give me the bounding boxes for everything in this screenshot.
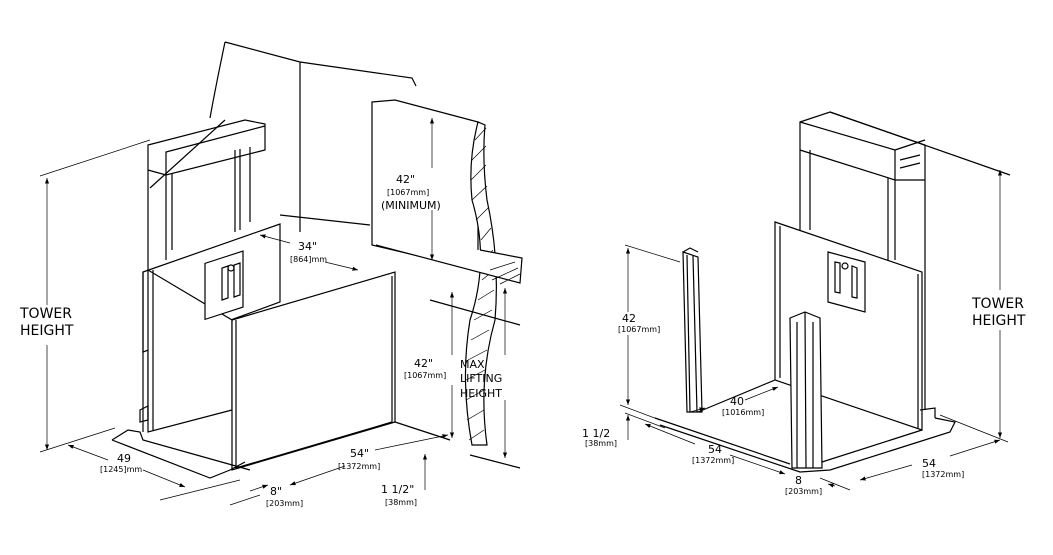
left-labels: TOWER HEIGHT 34" [864]mm 42" [1067mm] (M…: [19, 173, 502, 508]
tower-height-label-1: TOWER: [19, 306, 72, 322]
thickness-metric: [38mm]: [385, 498, 417, 507]
wall-min-metric: [1067mm]: [387, 188, 429, 197]
left-platform: [111, 405, 451, 479]
opening-metric: [1016mm]: [722, 408, 764, 417]
left-tower: [147, 119, 266, 418]
right-length-metric: [1372mm]: [692, 456, 734, 465]
right-width-metric: [1372mm]: [922, 470, 964, 479]
gate-width-metric: [864]mm: [290, 255, 327, 264]
left-dimensions: [39, 118, 508, 506]
wall-height-imperial: 42": [414, 357, 433, 370]
right-dimensions: [619, 170, 1009, 491]
length-metric: [1372mm]: [338, 462, 380, 471]
wall-height-metric: [1067mm]: [404, 371, 446, 380]
tower-height-label-2: HEIGHT: [20, 323, 74, 339]
right-tower: [799, 111, 1011, 410]
wall-min-note: (MINIMUM): [381, 199, 441, 212]
max-lifting-label-3: HEIGHT: [460, 387, 502, 400]
left-building-wall: [209, 41, 523, 469]
post-height-imperial: 42: [622, 312, 636, 325]
left-back-panel: [142, 223, 281, 433]
right-posts: [682, 247, 823, 469]
width-imperial: 49: [117, 452, 131, 465]
length-imperial: 54": [350, 447, 369, 460]
max-lifting-label-1: MAX: [460, 358, 485, 371]
right-thickness-metric: [38mm]: [585, 439, 617, 448]
right-ramp-metric: [203mm]: [785, 487, 822, 496]
right-tower-height-label-2: HEIGHT: [972, 313, 1026, 329]
thickness-imperial: 1 1/2": [381, 483, 414, 496]
right-tower-height-label-1: TOWER: [971, 296, 1024, 312]
width-metric: [1245]mm: [100, 465, 142, 474]
ramp-imperial: 8": [270, 485, 282, 498]
right-length-imperial: 54: [708, 443, 722, 456]
right-width-imperial: 54: [922, 457, 936, 470]
post-height-metric: [1067mm]: [618, 325, 660, 334]
gate-width-imperial: 34": [298, 240, 317, 253]
right-platform: [654, 379, 956, 473]
wall-min-imperial: 42": [396, 173, 415, 186]
max-lifting-label-2: LIFTING: [460, 372, 502, 385]
right-ramp-imperial: 8: [795, 474, 802, 487]
right-thickness-imperial: 1 1/2: [582, 427, 610, 440]
ramp-metric: [203mm]: [266, 499, 303, 508]
right-labels: 42 [1067mm] 40 [1016mm] 1 1/2 [38mm] 54 …: [582, 296, 1026, 496]
opening-imperial: 40: [730, 395, 744, 408]
